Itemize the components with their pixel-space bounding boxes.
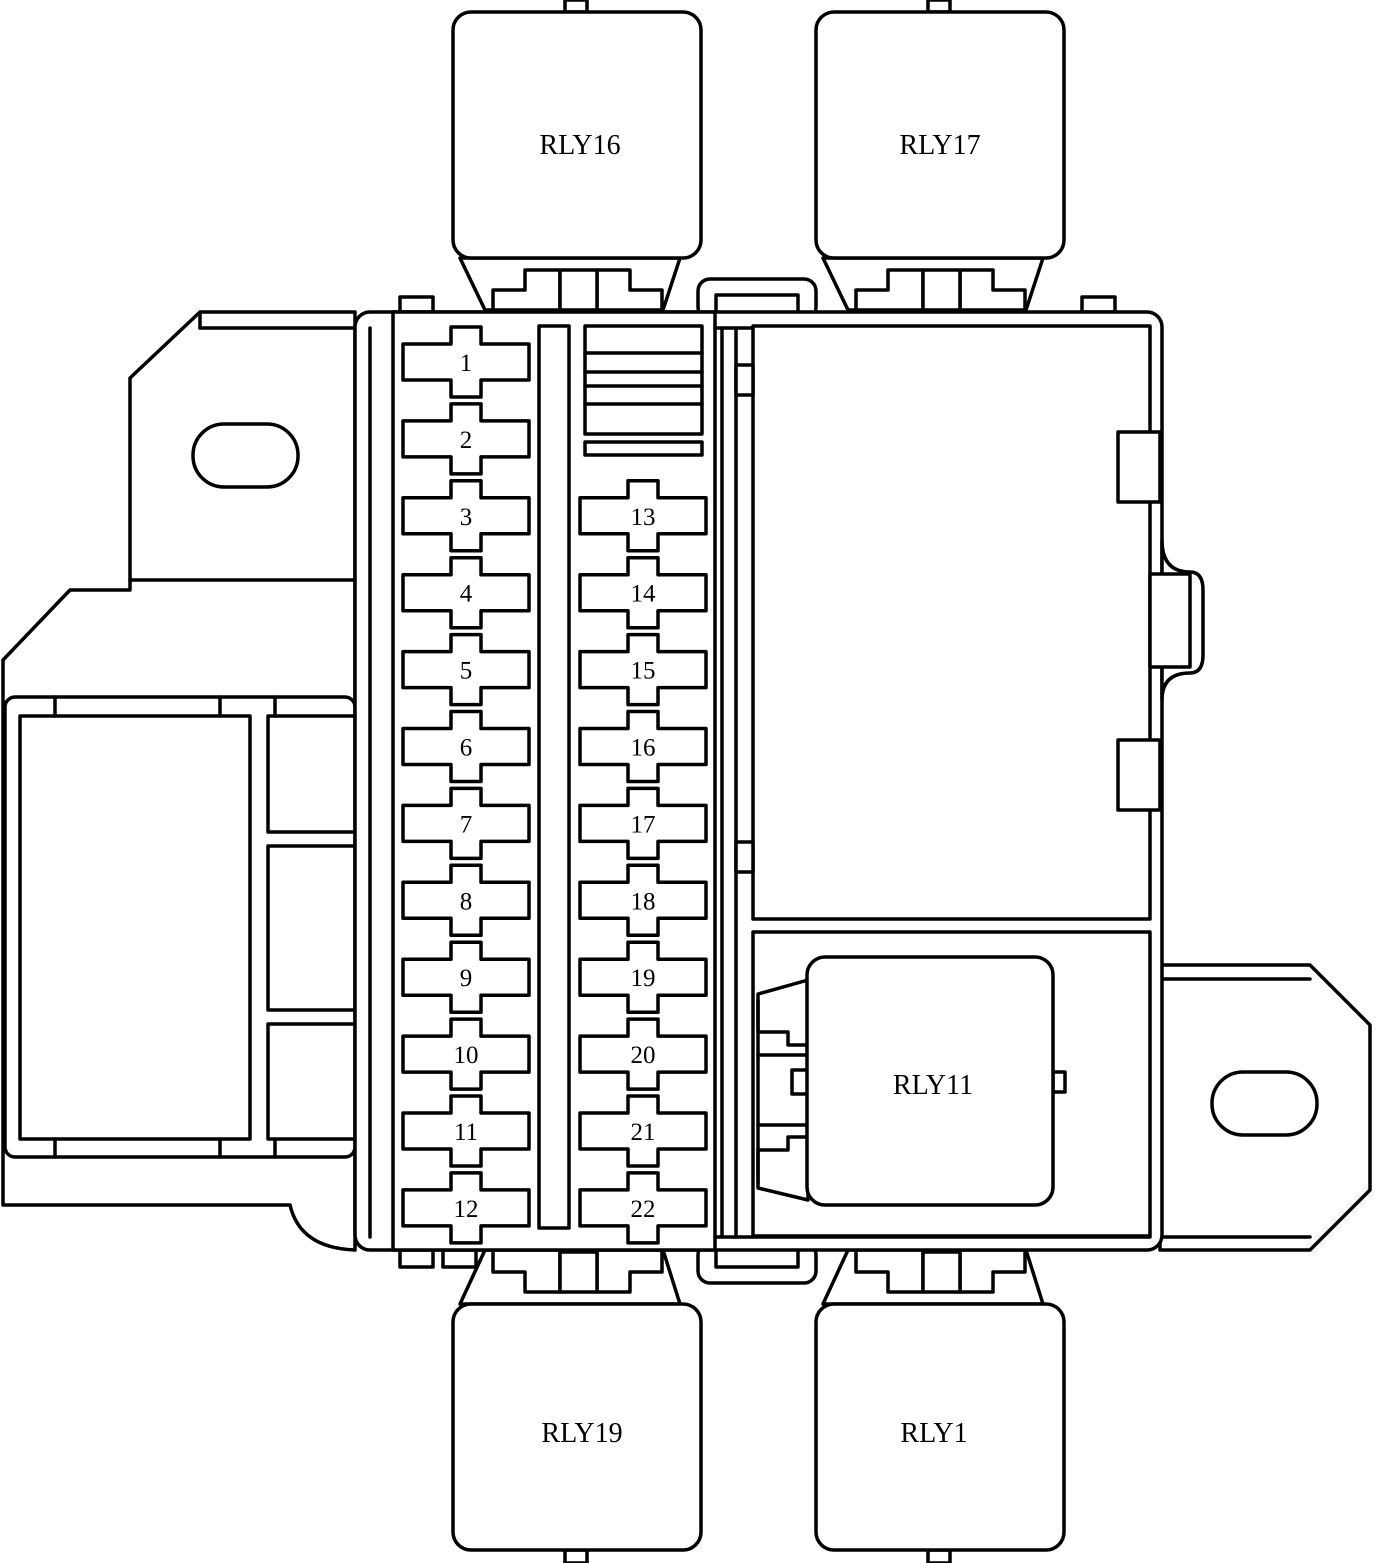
fuse-outline	[401, 402, 531, 476]
fuse-slot[interactable]: 2	[401, 402, 531, 476]
fuse-outline	[401, 1171, 531, 1245]
fuse-outline	[578, 709, 708, 784]
relay-rly11[interactable]: RLY11	[805, 955, 1055, 1207]
fuse-slot[interactable]: 17	[578, 786, 708, 861]
fuse-number-label: 20	[631, 1042, 656, 1069]
fuse-slot[interactable]: 11	[401, 1094, 531, 1168]
fuse-slot[interactable]: 19	[578, 940, 708, 1014]
fuse-number-label: 5	[460, 658, 473, 685]
fuse-slot[interactable]: 7	[401, 786, 531, 861]
fuse-number-label: 22	[631, 1196, 656, 1223]
relay-rly19-label: RLY19	[541, 1418, 622, 1449]
fuse-outline	[578, 1017, 708, 1091]
mounting-hole-left	[191, 422, 300, 489]
left-mounting-bracket	[1, 310, 357, 1252]
fuse-number-label: 13	[631, 504, 656, 531]
relay-rly16[interactable]: RLY16	[451, 0, 703, 260]
fuse-outline	[578, 555, 708, 630]
fuse-slot[interactable]: 6	[401, 709, 531, 784]
fuse-outline	[578, 1171, 708, 1245]
fuse-slot[interactable]: 1	[401, 325, 531, 399]
fuse-outline	[578, 632, 708, 707]
fuse-outline	[578, 1094, 708, 1168]
fuse-number-label: 17	[631, 811, 656, 838]
fuse-outline	[401, 479, 531, 553]
fuse-number-label: 2	[460, 427, 473, 454]
fuse-number-label: 21	[631, 1119, 656, 1146]
fuse-number-label: 9	[460, 965, 473, 992]
fuse-slot[interactable]: 8	[401, 863, 531, 938]
right-mounting-bracket	[1158, 963, 1372, 1252]
fuse-slot[interactable]: 14	[578, 555, 708, 630]
fuse-slot[interactable]: 18	[578, 863, 708, 938]
fuse-number-label: 19	[631, 965, 656, 992]
fuse-number-label: 14	[631, 581, 657, 608]
fuse-outline	[578, 479, 708, 553]
fuse-number-label: 7	[460, 811, 473, 838]
relay-base-bottom-left	[458, 1248, 682, 1306]
fuse-slot[interactable]: 21	[578, 1094, 708, 1168]
fuse-slot[interactable]: 16	[578, 709, 708, 784]
fuse-outline	[401, 709, 531, 784]
relay-base-top-left	[458, 256, 682, 312]
relay-rly19[interactable]: RLY19	[451, 1302, 703, 1563]
fuse-outline	[401, 555, 531, 630]
relay-base-bottom-right	[821, 1248, 1045, 1306]
fuse-number-label: 12	[454, 1196, 479, 1223]
fuse-slot[interactable]: 9	[401, 940, 531, 1014]
fuse-outline	[401, 863, 531, 938]
fuse-number-label: 18	[631, 888, 656, 915]
fuse-number-label: 16	[631, 735, 656, 762]
mounting-hole-right	[1210, 1070, 1319, 1137]
right-upper-module	[720, 324, 1205, 1239]
fuse-outline	[401, 325, 531, 399]
fuse-outline	[578, 940, 708, 1014]
fuse-outline	[578, 786, 708, 861]
fuse-number-label: 11	[454, 1119, 478, 1146]
fuse-slot[interactable]: 3	[401, 479, 531, 553]
fuse-slot[interactable]: 13	[578, 479, 708, 553]
diagnostic-connector	[583, 324, 704, 457]
fuse-number-label: 6	[460, 735, 473, 762]
fuse-outline	[401, 940, 531, 1014]
fuse-slot[interactable]: 22	[578, 1171, 708, 1245]
fuse-slot[interactable]: 10	[401, 1017, 531, 1091]
fuse-number-label: 4	[460, 581, 473, 608]
fuse-outline	[401, 632, 531, 707]
fuse-number-label: 1	[460, 350, 473, 377]
relay-rly17-label: RLY17	[899, 130, 980, 161]
relay-rly17[interactable]: RLY17	[814, 0, 1066, 260]
fuse-outline	[401, 1094, 531, 1168]
fuse-slot[interactable]: 15	[578, 632, 708, 707]
fuse-outline	[401, 786, 531, 861]
relay-base-top-right	[821, 256, 1045, 312]
fuse-outline	[578, 863, 708, 938]
relay-rly11-label: RLY11	[893, 1070, 973, 1101]
fuse-number-label: 3	[460, 504, 473, 531]
left-connector-block	[3, 695, 357, 1159]
relay-rly1-label: RLY1	[900, 1418, 967, 1449]
fuse-slot[interactable]: 20	[578, 1017, 708, 1091]
relay-rly16-label: RLY16	[539, 130, 620, 161]
fuse-number-label: 15	[631, 658, 656, 685]
relay-rly1[interactable]: RLY1	[814, 1302, 1066, 1563]
fuse-outline	[401, 1017, 531, 1091]
fuse-slot[interactable]: 5	[401, 632, 531, 707]
fuse-number-label: 8	[460, 888, 473, 915]
fuse-slot[interactable]: 4	[401, 555, 531, 630]
fuse-slot[interactable]: 12	[401, 1171, 531, 1245]
fuse-number-label: 10	[454, 1042, 479, 1069]
